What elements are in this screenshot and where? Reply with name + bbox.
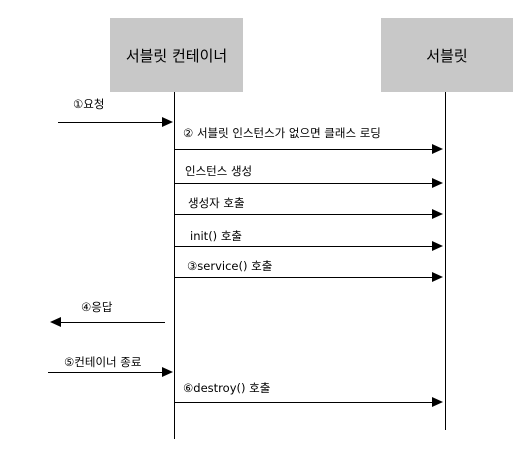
arrow-right-icon [162,117,173,127]
message-container-shutdown-line [48,372,163,373]
message-request-label: ①요청 [73,97,105,111]
arrow-left-icon [50,317,61,327]
arrow-right-icon [162,367,173,377]
arrow-right-icon [432,178,443,188]
message-service-call-label: ③service() 호출 [187,259,273,273]
lifeline-servlet [445,92,446,430]
lifeline-servlet-container [174,92,175,439]
message-constructor-call-label: 생성자 호출 [188,196,245,210]
arrow-right-icon [432,209,443,219]
message-class-loading-label: ② 서블릿 인스턴스가 없으면 클래스 로딩 [183,126,381,140]
arrow-right-icon [432,241,443,251]
message-response-label: ④응답 [81,300,113,314]
message-service-call-line [175,277,433,278]
participant-servlet-label: 서블릿 [426,46,468,65]
message-instance-creation-line [175,183,433,184]
message-init-call-line [175,246,433,247]
message-init-call-label: init() 호출 [190,229,242,243]
arrow-right-icon [432,397,443,407]
arrow-right-icon [432,272,443,282]
message-class-loading-line [175,149,433,150]
message-request-line [58,122,163,123]
message-container-shutdown-label: ⑤컨테이너 종료 [64,355,142,369]
participant-servlet: 서블릿 [381,18,513,92]
message-destroy-call-line [175,402,433,403]
participant-container-label: 서블릿 컨테이너 [125,46,228,65]
participant-servlet-container: 서블릿 컨테이너 [110,18,243,92]
message-destroy-call-label: ⑥destroy() 호출 [183,381,271,395]
arrow-right-icon [432,144,443,154]
message-response-line [60,322,165,323]
message-constructor-call-line [175,214,433,215]
message-instance-creation-label: 인스턴스 생성 [185,164,253,178]
